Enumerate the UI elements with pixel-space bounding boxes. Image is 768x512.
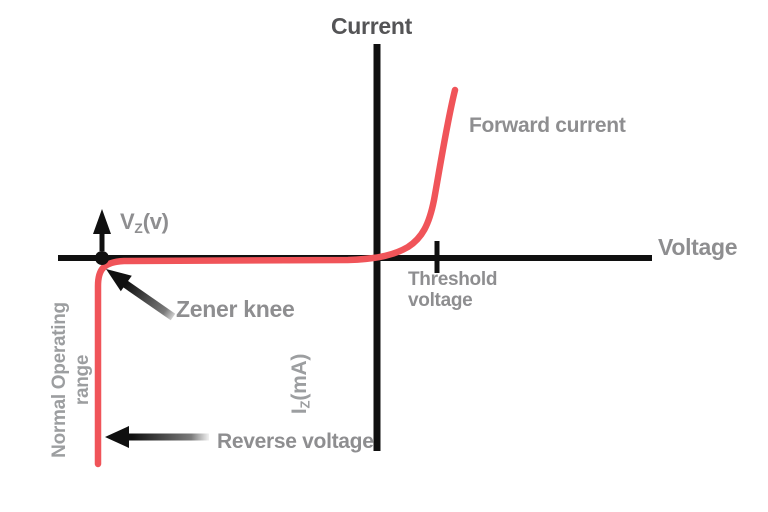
zener-current-axis-label: IZ(mA) (288, 339, 314, 429)
diode-curve (94, 86, 459, 468)
vz-unit: (v) (142, 209, 169, 234)
iz-unit: (mA) (288, 353, 311, 401)
vz-subscript: Z (134, 220, 143, 236)
zener-knee-label: Zener knee (176, 296, 295, 322)
threshold-voltage-label: Threshold voltage (408, 269, 498, 312)
iz-subscript: Z (297, 400, 313, 409)
y-axis-label: Current (331, 13, 412, 39)
zener-voltage-point (95, 251, 109, 265)
x-axis-label: Voltage (658, 234, 738, 260)
forward-current-label: Forward current (469, 114, 626, 137)
normal-operating-range-label: Normal Operating range (49, 302, 93, 458)
vz-symbol: V (120, 209, 135, 234)
zener-voltage-label: VZ(v) (120, 209, 169, 236)
zener-knee-arrow-icon (106, 269, 176, 321)
up-arrow-icon (93, 209, 111, 251)
iz-symbol: I (288, 408, 311, 415)
reverse-voltage-arrow-icon (105, 426, 209, 448)
reverse-voltage-label: Reverse voltage (217, 430, 374, 453)
